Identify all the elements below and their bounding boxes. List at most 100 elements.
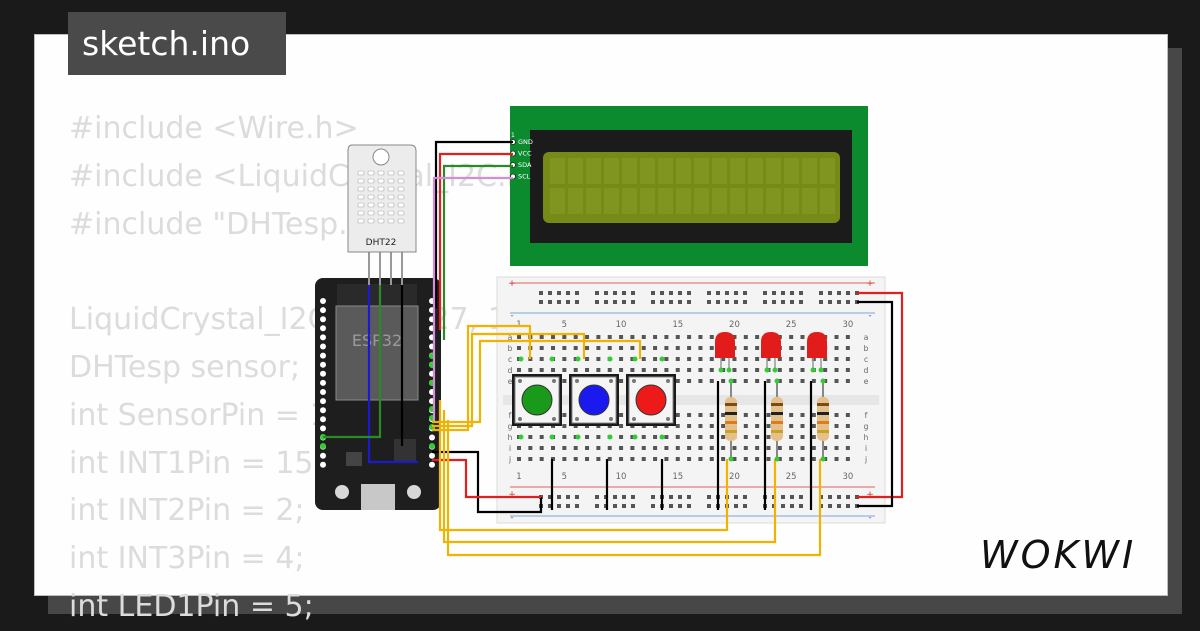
lcd-char-cell bbox=[622, 158, 637, 184]
breadboard-col-label: 1 bbox=[516, 472, 521, 482]
pushbutton-blue[interactable] bbox=[569, 374, 619, 426]
rail-hole bbox=[799, 504, 803, 508]
led-red[interactable] bbox=[761, 332, 781, 373]
lcd-char-cell bbox=[640, 188, 655, 214]
dht22-vent-grid bbox=[357, 170, 405, 224]
file-tab[interactable]: sketch.ino bbox=[68, 12, 286, 75]
breadboard-hole bbox=[755, 357, 760, 361]
breadboard-hole bbox=[755, 457, 760, 461]
breadboard-hole bbox=[641, 346, 646, 350]
rail-hole bbox=[557, 495, 561, 499]
esp32-board[interactable]: ESP32 bbox=[315, 278, 441, 510]
breadboard-hole bbox=[789, 346, 794, 350]
breadboard-hole bbox=[539, 357, 544, 361]
resistor[interactable] bbox=[771, 378, 783, 462]
breadboard-hole bbox=[664, 368, 669, 372]
lcd-char-cell bbox=[784, 188, 799, 214]
breadboard-hole bbox=[675, 446, 680, 450]
breadboard-hole bbox=[732, 446, 737, 450]
rail-hole bbox=[781, 291, 785, 295]
breadboard-hole bbox=[789, 446, 794, 450]
lcd-char-grid bbox=[550, 158, 835, 214]
resistor-pin bbox=[774, 456, 780, 462]
dht22-vent bbox=[357, 202, 365, 208]
lcd-char-cell bbox=[820, 158, 835, 184]
breadboard-hole bbox=[664, 457, 669, 461]
dht22-vent bbox=[357, 194, 365, 200]
breadboard-hole bbox=[551, 368, 556, 372]
breadboard-row-label: i bbox=[509, 444, 511, 453]
led-red[interactable] bbox=[807, 332, 827, 373]
resistor-band bbox=[771, 403, 783, 406]
rail-hole bbox=[799, 300, 803, 304]
breadboard-hole bbox=[653, 357, 658, 361]
breadboard-hole bbox=[596, 446, 601, 450]
breadboard-hole bbox=[845, 357, 850, 361]
esp32-pin-left bbox=[320, 416, 326, 423]
breadboard-hole bbox=[766, 435, 771, 439]
breadboard-hole bbox=[539, 335, 544, 339]
esp32-pin-connected bbox=[320, 443, 326, 449]
breadboard-hole bbox=[528, 435, 533, 439]
en-button bbox=[407, 485, 421, 499]
resistor-pin bbox=[820, 456, 826, 462]
breadboard-hole bbox=[698, 368, 703, 372]
wire bbox=[438, 400, 729, 532]
breadboard-hole bbox=[845, 346, 850, 350]
rail-hole bbox=[622, 300, 626, 304]
breadboard-hole bbox=[551, 446, 556, 450]
dht22-sensor[interactable]: DHT22 bbox=[347, 144, 417, 285]
breadboard-hole bbox=[562, 357, 567, 361]
breadboard-hole bbox=[607, 457, 612, 461]
dht22-hole bbox=[372, 148, 390, 166]
lcd-char-cell bbox=[694, 158, 709, 184]
wire bbox=[857, 300, 894, 508]
resistors bbox=[725, 378, 829, 462]
breadboard-hole bbox=[653, 335, 658, 339]
breadboard-hole bbox=[630, 357, 635, 361]
wire bbox=[438, 152, 513, 330]
rail-hole bbox=[763, 291, 767, 295]
rail-hole bbox=[687, 300, 691, 304]
rail-hole bbox=[846, 495, 850, 499]
pushbutton-green[interactable] bbox=[512, 374, 562, 426]
breadboard-hole bbox=[675, 457, 680, 461]
breadboard-hole bbox=[675, 379, 680, 383]
dht22-vent bbox=[397, 218, 405, 224]
breadboard-hole bbox=[573, 457, 578, 461]
pushbutton-red[interactable] bbox=[626, 374, 676, 426]
button-pin bbox=[549, 434, 555, 440]
rail-hole bbox=[790, 495, 794, 499]
resistor[interactable] bbox=[725, 378, 737, 462]
breadboard-hole bbox=[800, 368, 805, 372]
rail-hole bbox=[575, 504, 579, 508]
breadboard-hole bbox=[800, 435, 805, 439]
breadboard-hole bbox=[709, 357, 714, 361]
resistor[interactable] bbox=[817, 378, 829, 462]
led-red[interactable] bbox=[715, 332, 735, 373]
rail-hole bbox=[678, 291, 682, 295]
breadboard-hole bbox=[709, 446, 714, 450]
rail-hole bbox=[557, 300, 561, 304]
dht22-vent bbox=[377, 218, 385, 224]
resistor-pin bbox=[774, 378, 780, 384]
lcd-char-cell bbox=[676, 188, 691, 214]
rail-hole bbox=[651, 300, 655, 304]
pushbutton-cap bbox=[521, 384, 553, 416]
breadboard-hole bbox=[709, 368, 714, 372]
breadboard-hole bbox=[777, 379, 782, 383]
rail-hole bbox=[548, 504, 552, 508]
breadboard-hole bbox=[630, 446, 635, 450]
breadboard-hole bbox=[585, 457, 590, 461]
breadboard-hole bbox=[845, 335, 850, 339]
rail-hole bbox=[707, 495, 711, 499]
breadboard-hole bbox=[539, 368, 544, 372]
breadboard-hole bbox=[755, 379, 760, 383]
lcd-char-cell bbox=[766, 158, 781, 184]
lcd-char-cell bbox=[568, 188, 583, 214]
breadboard-hole bbox=[539, 446, 544, 450]
wire bbox=[367, 285, 418, 464]
breadboard-hole bbox=[834, 457, 839, 461]
wire bbox=[446, 420, 822, 557]
